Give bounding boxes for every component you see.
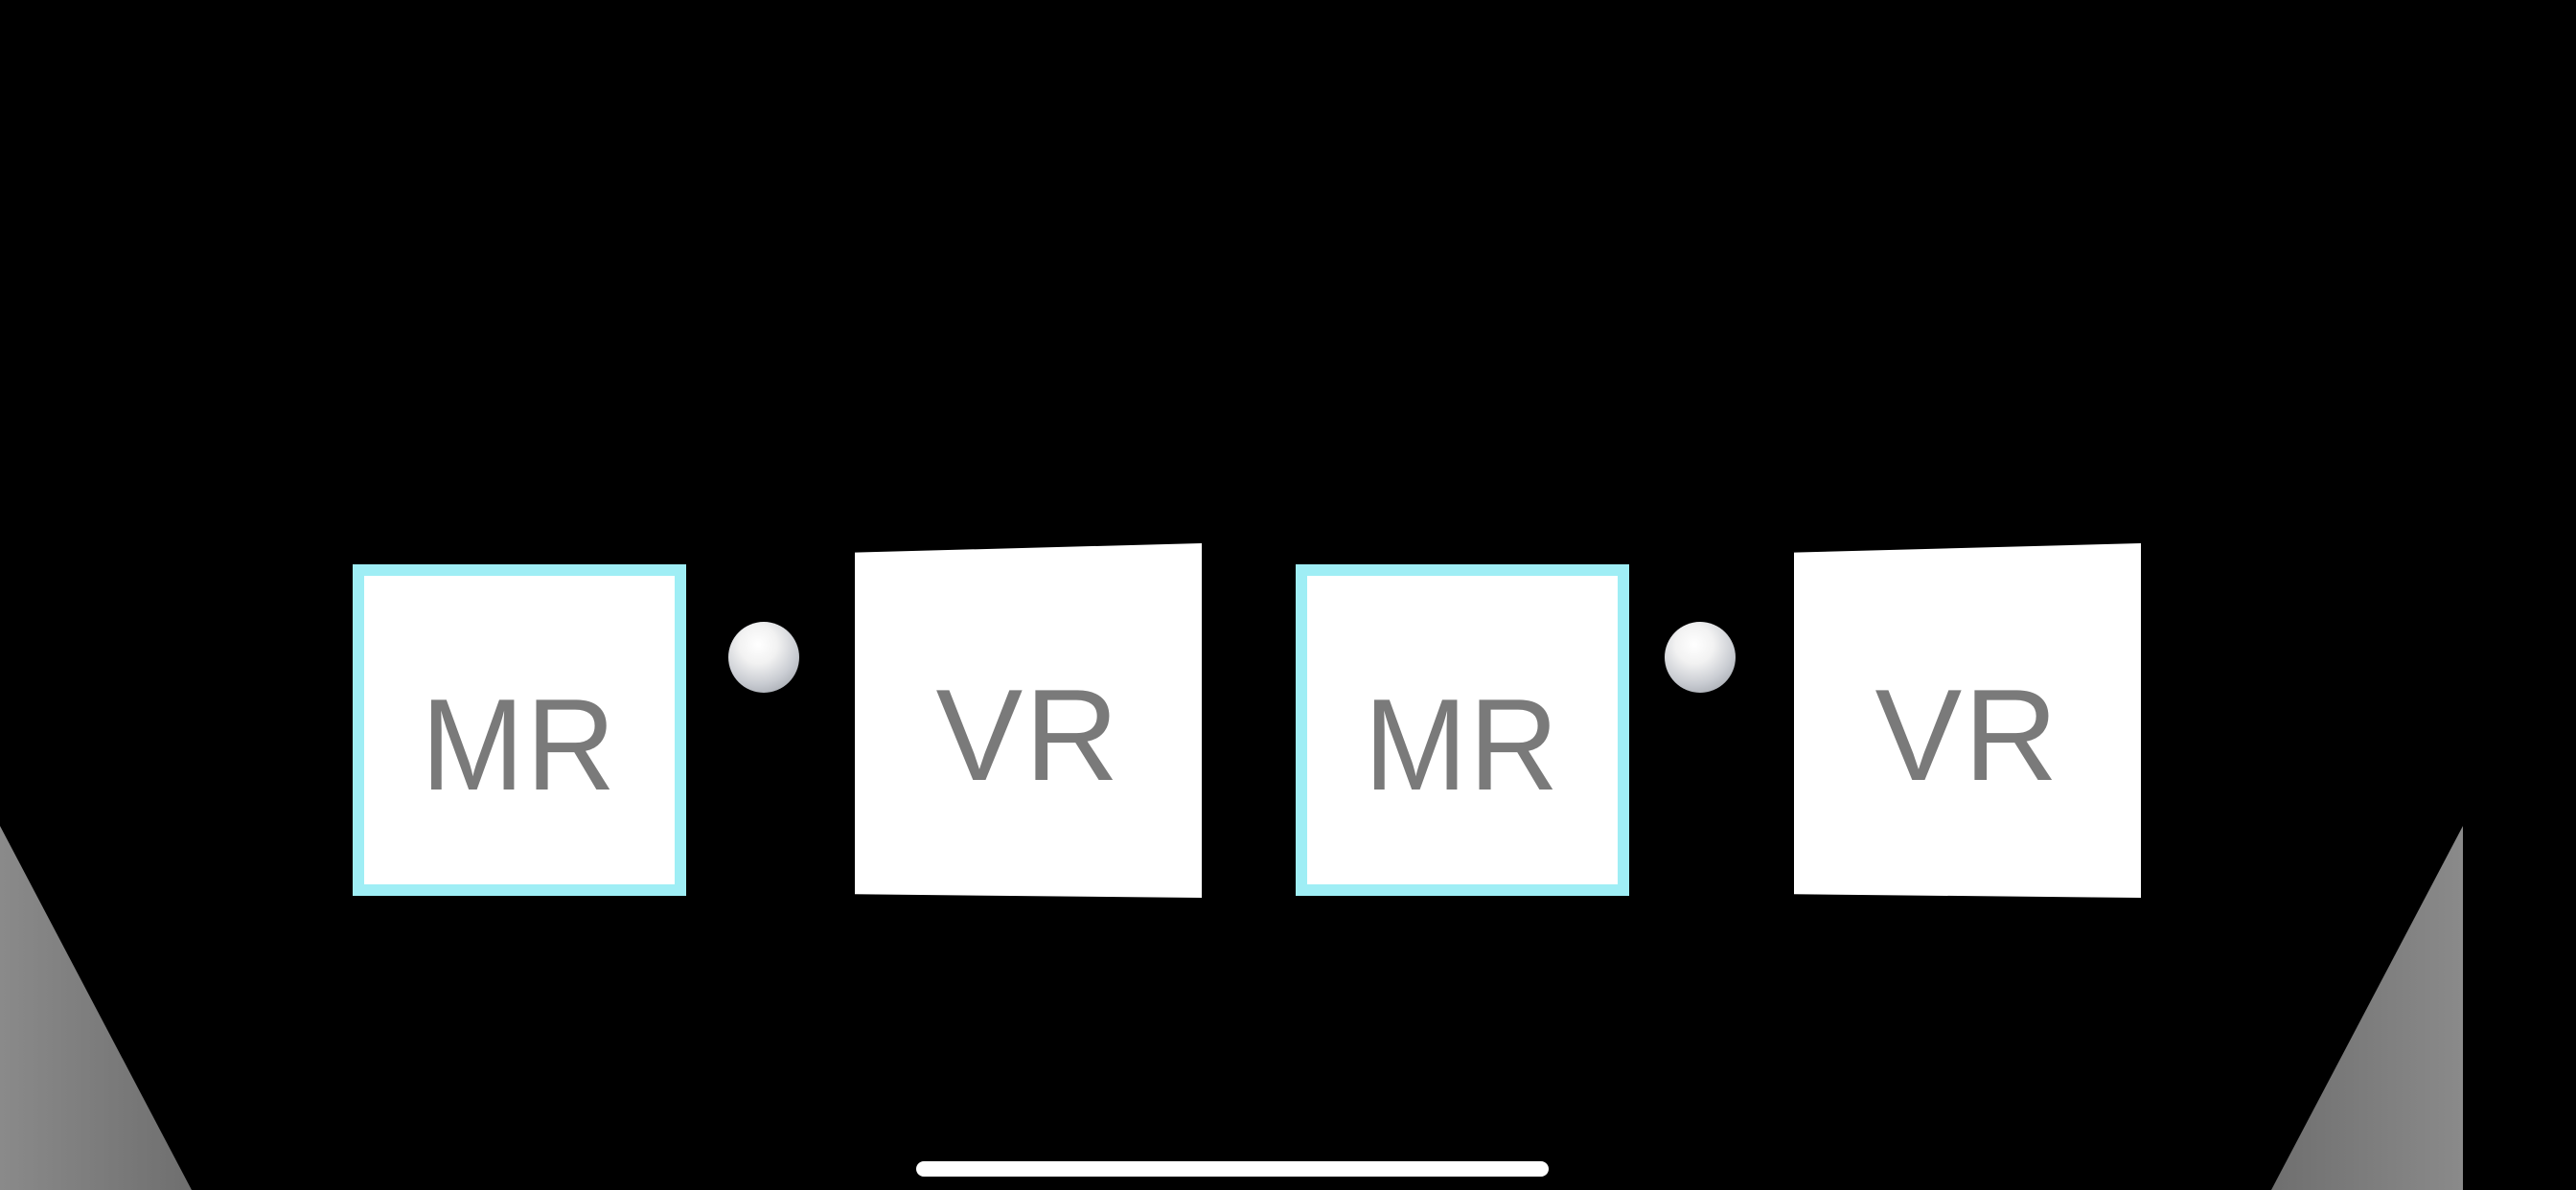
mr-mode-button-right[interactable]: MR <box>1296 564 1629 896</box>
vr-mode-button-right[interactable]: VR <box>1794 543 2141 898</box>
mr-mode-button-left[interactable]: MR <box>353 564 686 896</box>
vr-mode-button-left[interactable]: VR <box>855 543 1202 898</box>
vr-mode-label: VR <box>935 662 1121 808</box>
mr-mode-label: MR <box>1364 672 1561 817</box>
floor-wedge-left <box>0 826 192 1190</box>
sphere-icon-right[interactable] <box>1665 622 1736 693</box>
home-indicator-bar[interactable] <box>916 1161 1549 1177</box>
vr-mode-label: VR <box>1874 662 2060 808</box>
sphere-icon-left[interactable] <box>728 622 799 693</box>
floor-wedge-right <box>2271 826 2463 1190</box>
mr-mode-label: MR <box>421 672 618 817</box>
